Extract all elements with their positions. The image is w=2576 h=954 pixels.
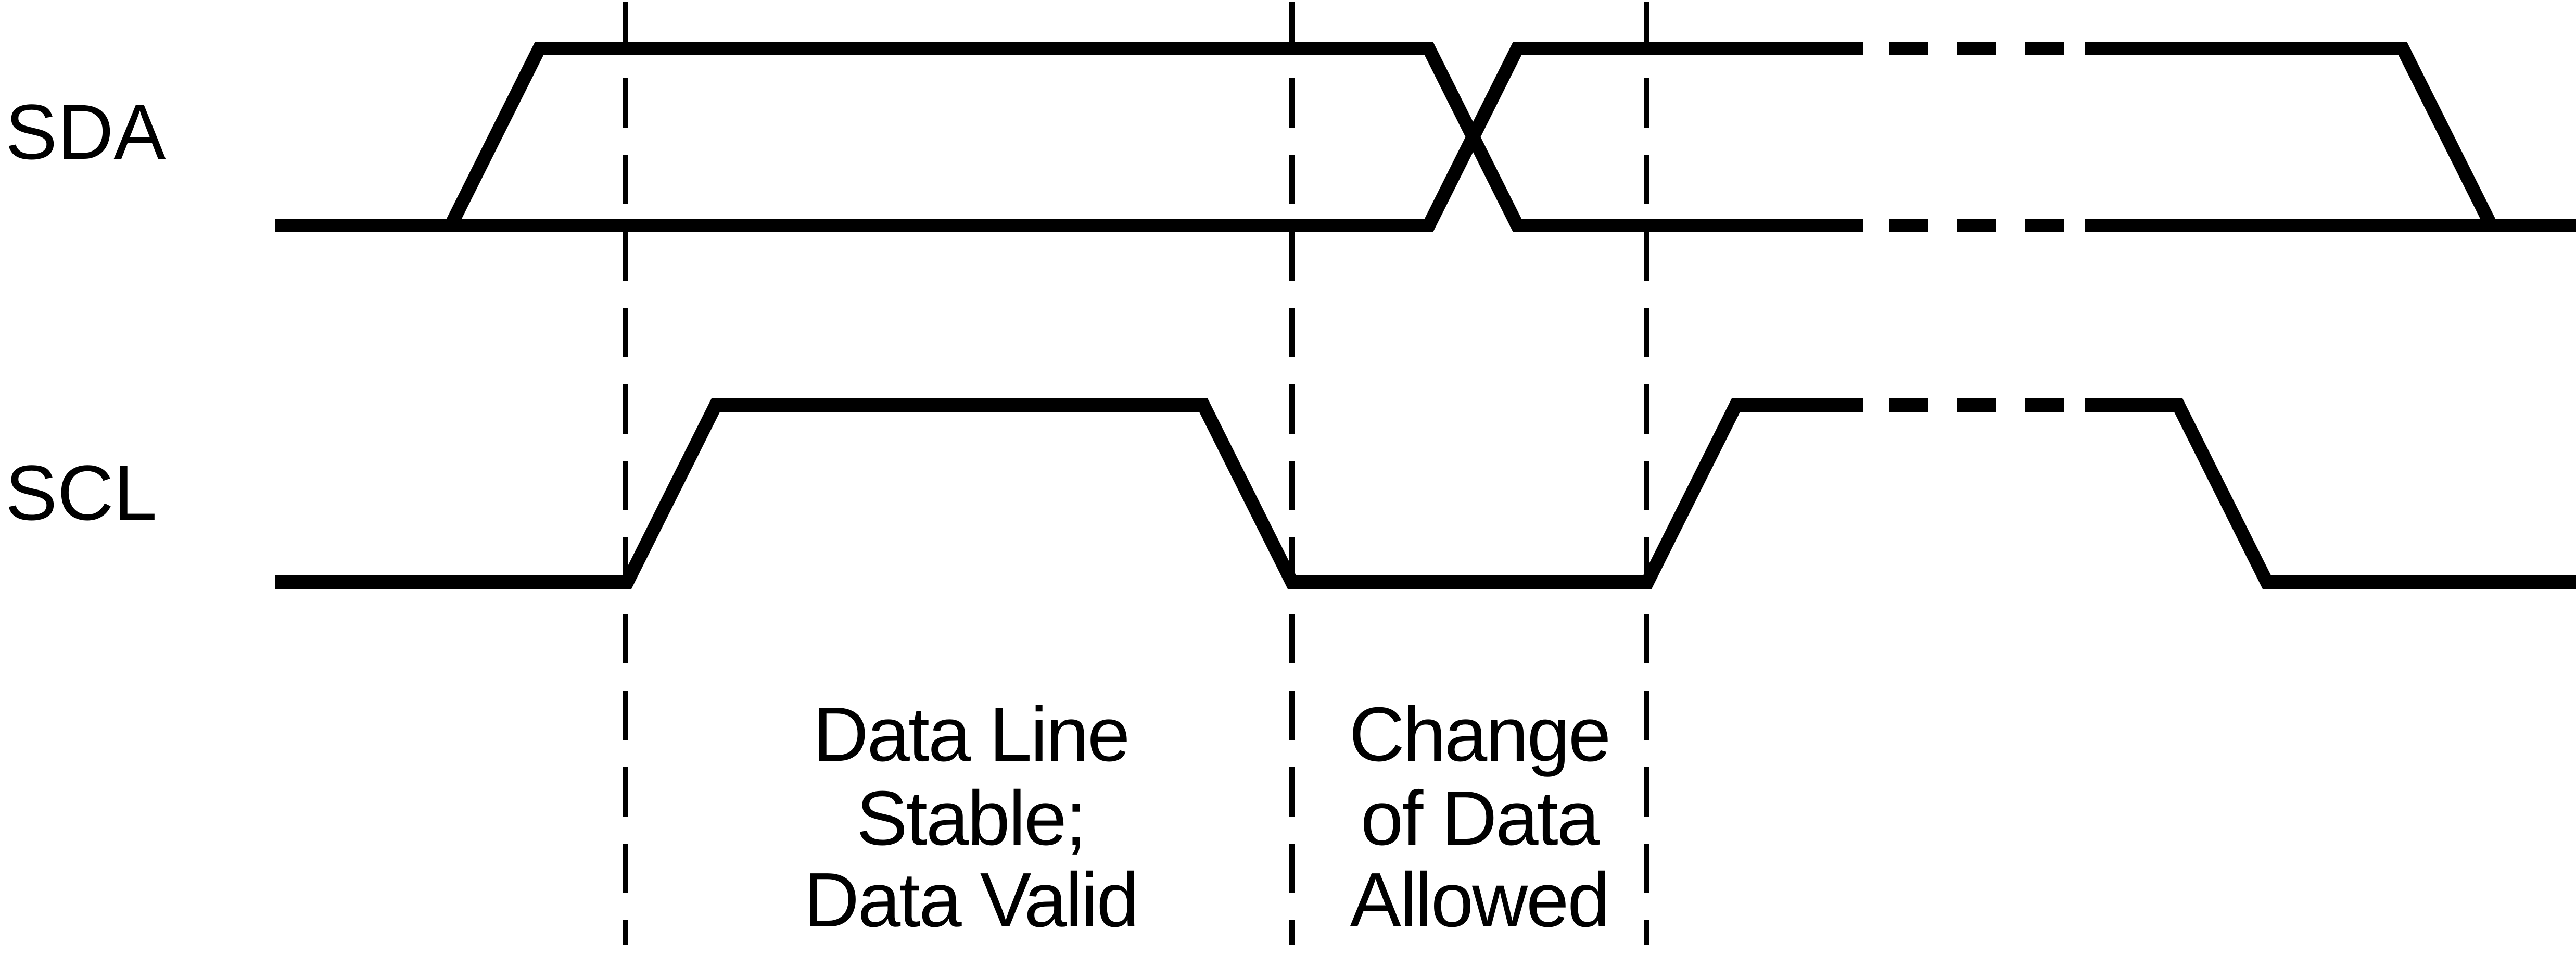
scl-right-and-fall	[2085, 398, 2576, 589]
annotation-change-allowed-line-1: Change	[1349, 692, 1609, 777]
annotation-data-valid-line-1: Data Line	[813, 692, 1129, 777]
annotation-change-allowed-line-2: of Data	[1361, 775, 1600, 861]
sda-top-right-and-fall	[2085, 42, 2497, 229]
waveform-layer	[275, 42, 2576, 589]
sda-low-line-and-cross-rise	[275, 42, 1863, 232]
annotation-data-valid-line-2: Stable;	[856, 775, 1085, 861]
text-layer: SDA SCL Data Line Stable; Data Valid Cha…	[5, 88, 1611, 943]
scl-main-waveform	[275, 398, 1863, 589]
boundary-lines	[623, 2, 1649, 945]
signal-label-scl: SCL	[5, 449, 157, 536]
sda-rise-top-line-and-cross-fall	[445, 42, 1863, 232]
annotation-data-valid-line-3: Data Valid	[804, 857, 1138, 943]
annotation-change-allowed-line-3: Allowed	[1350, 857, 1608, 943]
signal-label-sda: SDA	[5, 88, 166, 175]
